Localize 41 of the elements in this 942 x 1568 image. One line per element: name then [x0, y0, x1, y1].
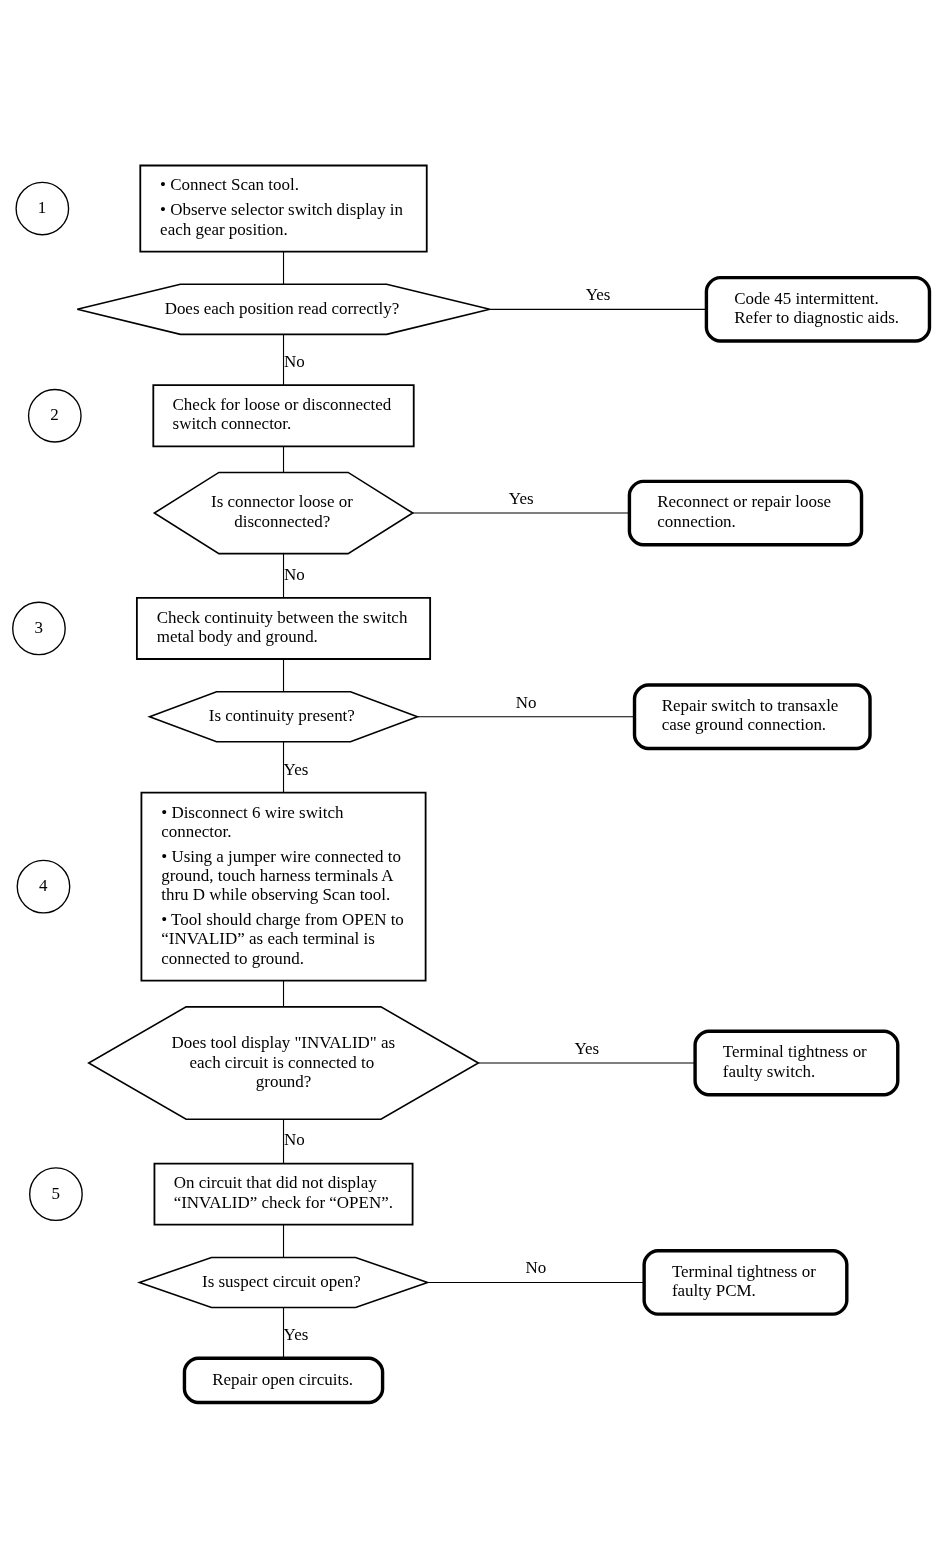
connector	[412, 512, 630, 514]
node-box: Terminal tightness or faulty PCM.	[642, 1249, 849, 1316]
node-box: Repair open circuits.	[182, 1356, 385, 1405]
node-box: On circuit that did not display “INVALID” check for “OPEN”.	[153, 1162, 414, 1226]
connector	[282, 1307, 285, 1359]
connector	[282, 741, 285, 793]
node-circle: 1	[15, 181, 70, 236]
connector	[282, 445, 285, 473]
edge-label: Yes	[283, 1325, 309, 1345]
node-box: Terminal tightness or faulty switch.	[693, 1029, 900, 1097]
node-circle: 4	[16, 859, 71, 914]
edge-label: No	[515, 692, 537, 712]
node-box: Check for loose or disconnected switch connector.	[152, 384, 415, 448]
edge-label: No	[283, 352, 305, 372]
connector	[282, 658, 285, 692]
node-circle: 2	[27, 388, 82, 443]
connector	[282, 334, 285, 386]
connector	[489, 308, 707, 310]
connector	[282, 980, 285, 1008]
node-box: Reconnect or repair loose connection.	[627, 479, 864, 547]
node-box: Code 45 intermittent. Refer to diagnostic aids.	[704, 275, 932, 343]
edge-label: No	[283, 564, 305, 584]
connector	[416, 716, 636, 718]
connector	[282, 251, 285, 285]
connector	[282, 553, 285, 599]
node-circle: 3	[12, 601, 66, 656]
edge-label: Yes	[508, 488, 534, 508]
connector	[477, 1062, 696, 1064]
connector	[282, 1224, 285, 1258]
node-box: Check continuity between the switch metal body and ground.	[136, 596, 432, 660]
node-box: • Disconnect 6 wire switch connector. • Using a jumper wire connected to ground, touch harness terminals A thru D while observing Scan tool. • Tool should charge from OPEN to “INVALID” as each terminal is connected to ground.	[140, 791, 427, 982]
edge-label: Yes	[574, 1038, 600, 1058]
connector	[427, 1281, 645, 1283]
edge-label: No	[283, 1130, 305, 1150]
node-circle: 5	[29, 1167, 83, 1222]
edge-label: No	[525, 1258, 547, 1278]
node-box: Repair switch to transaxle case ground connection.	[632, 683, 872, 751]
connector	[282, 1118, 285, 1164]
node-box: • Connect Scan tool. • Observe selector switch display in each gear position.	[139, 164, 428, 253]
edge-label: Yes	[585, 285, 611, 305]
edge-label: Yes	[283, 759, 309, 779]
